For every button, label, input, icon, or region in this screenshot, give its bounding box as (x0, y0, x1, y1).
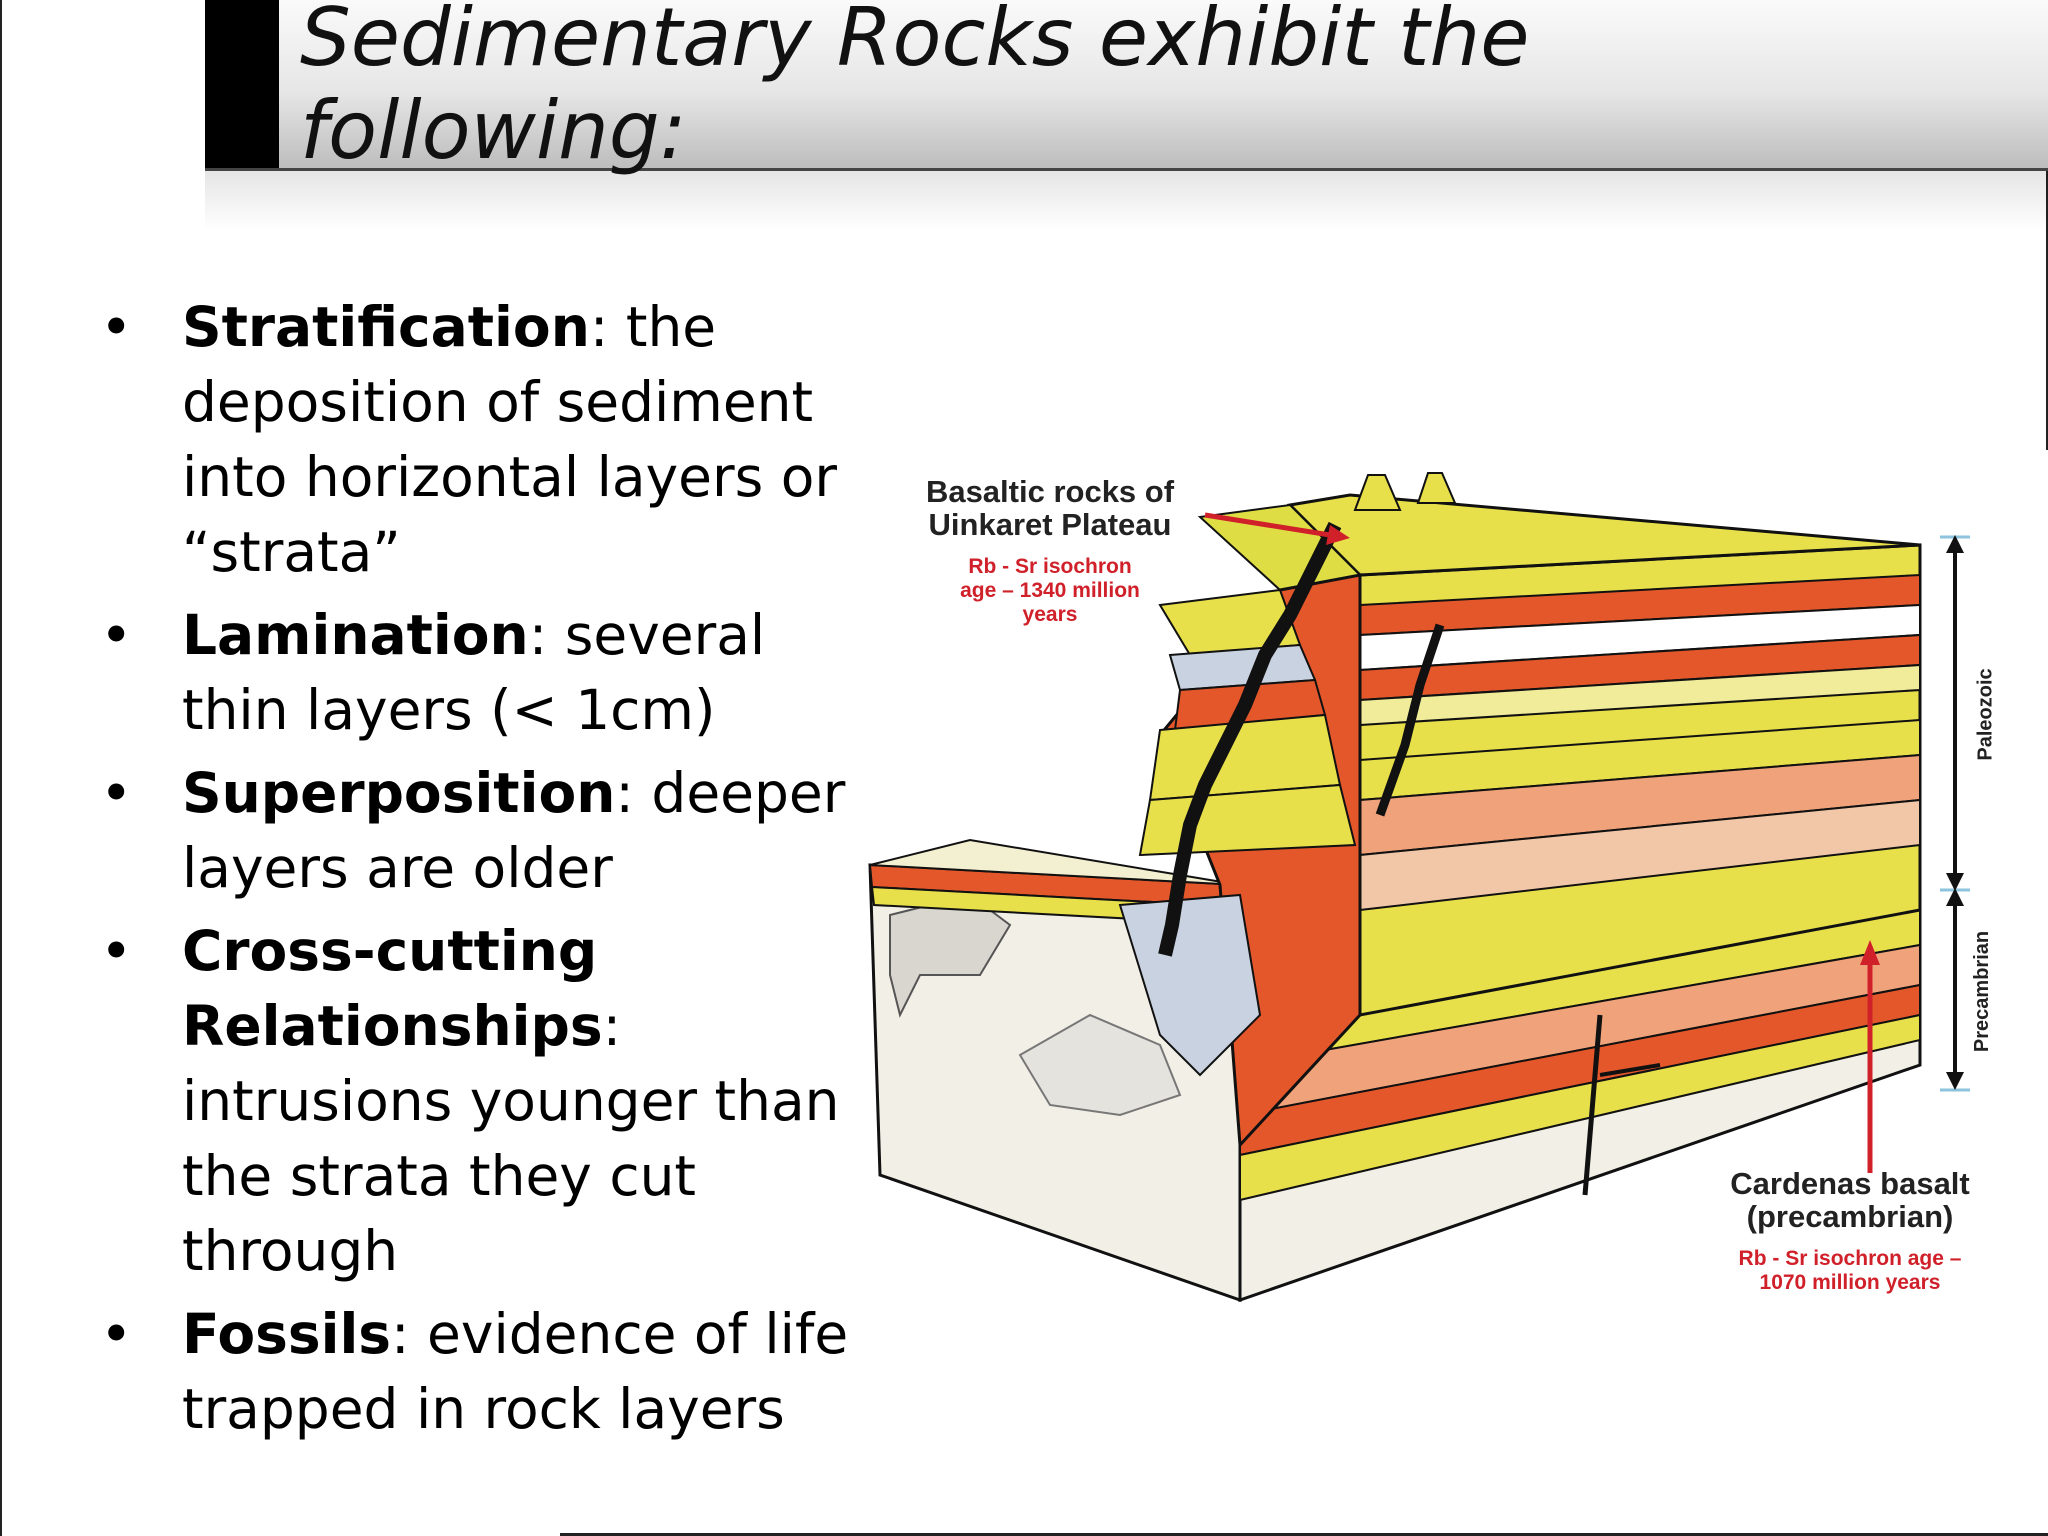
label-basaltic-rocks: Basaltic rocks of Uinkaret Plateau (925, 474, 1175, 542)
bullet-term: Fossils (182, 1302, 392, 1366)
bullet-description: : evidence of life trapped in rock layer… (182, 1302, 849, 1441)
bullet-item: • Stratification: the deposition of sedim… (100, 290, 860, 590)
bullet-term: Superposition (182, 761, 616, 825)
bullet-description: : deeper layers are older (182, 761, 846, 900)
bullet-item: • Superposition: deeper layers are older (100, 756, 860, 906)
slide-border (560, 1533, 2048, 1536)
arrow-head (1946, 888, 1964, 906)
basalt-dike (1375, 623, 1445, 817)
arrow-head (1946, 535, 1964, 553)
dike-line (1599, 1063, 1661, 1077)
bullet-description: : several thin layers (< 1cm) (182, 603, 766, 742)
cliff-talus (1118, 893, 1262, 1077)
era-label-precambrian: Precambrian (1971, 930, 1994, 1053)
bullet-dot: • (100, 919, 133, 983)
block-diagram-graphic (868, 472, 1970, 1303)
bullet-dot: • (100, 761, 133, 825)
volcanic-cone (1353, 474, 1402, 511)
arrow-head (1326, 525, 1350, 545)
rock-patch (1018, 1013, 1182, 1117)
bullet-item: • Lamination: several thin layers (< 1cm) (100, 598, 860, 748)
slide-border (2046, 0, 2048, 450)
slide-border (0, 0, 2, 1536)
basalt-dike (1158, 521, 1342, 957)
title-shadow (205, 171, 2048, 231)
arrow-head (1946, 873, 1964, 891)
bullet-list: • Stratification: the deposition of sedim… (100, 290, 860, 1455)
label-basaltic-age: Rb - Sr isochron age – 1340 million year… (960, 555, 1140, 626)
strata-layer (1239, 1013, 1921, 1202)
bullet-item: • Fossils: evidence of life trapped in ro… (100, 1297, 860, 1447)
bullet-description: : the deposition of sediment into horizo… (182, 295, 838, 584)
arrow-head (1946, 1072, 1964, 1090)
pointer-arrow-upper (1204, 512, 1331, 538)
label-cardenas-basalt: Cardenas basalt (precambrian) (1730, 1166, 1970, 1234)
slide-title: Sedimentary Rocks exhibit the following: (300, 0, 1530, 177)
title-bar (205, 0, 2048, 171)
strata-block-diagram: Basaltic rocks of Uinkaret Plateau Rb - … (860, 455, 2010, 1330)
bullet-term: Lamination (182, 603, 529, 667)
volcanic-cone (1416, 472, 1457, 504)
dike-line (1582, 1014, 1603, 1196)
arrow-head (1860, 940, 1880, 965)
bullet-term: Stratification (182, 295, 590, 359)
title-accent-block (205, 0, 279, 168)
bullet-description: : intrusions younger than the strata the… (182, 994, 840, 1283)
bullet-dot: • (100, 1302, 133, 1366)
bullet-dot: • (100, 603, 133, 667)
label-cardenas-age: Rb - Sr isochron age – 1070 million year… (1738, 1247, 1962, 1294)
bullet-term: Cross-cutting Relationships (182, 919, 603, 1058)
era-label-paleozoic: Paleozoic (1974, 668, 1997, 761)
bullet-dot: • (100, 295, 133, 359)
bullet-item: • Cross-cutting Relationships: intrusions… (100, 914, 860, 1289)
